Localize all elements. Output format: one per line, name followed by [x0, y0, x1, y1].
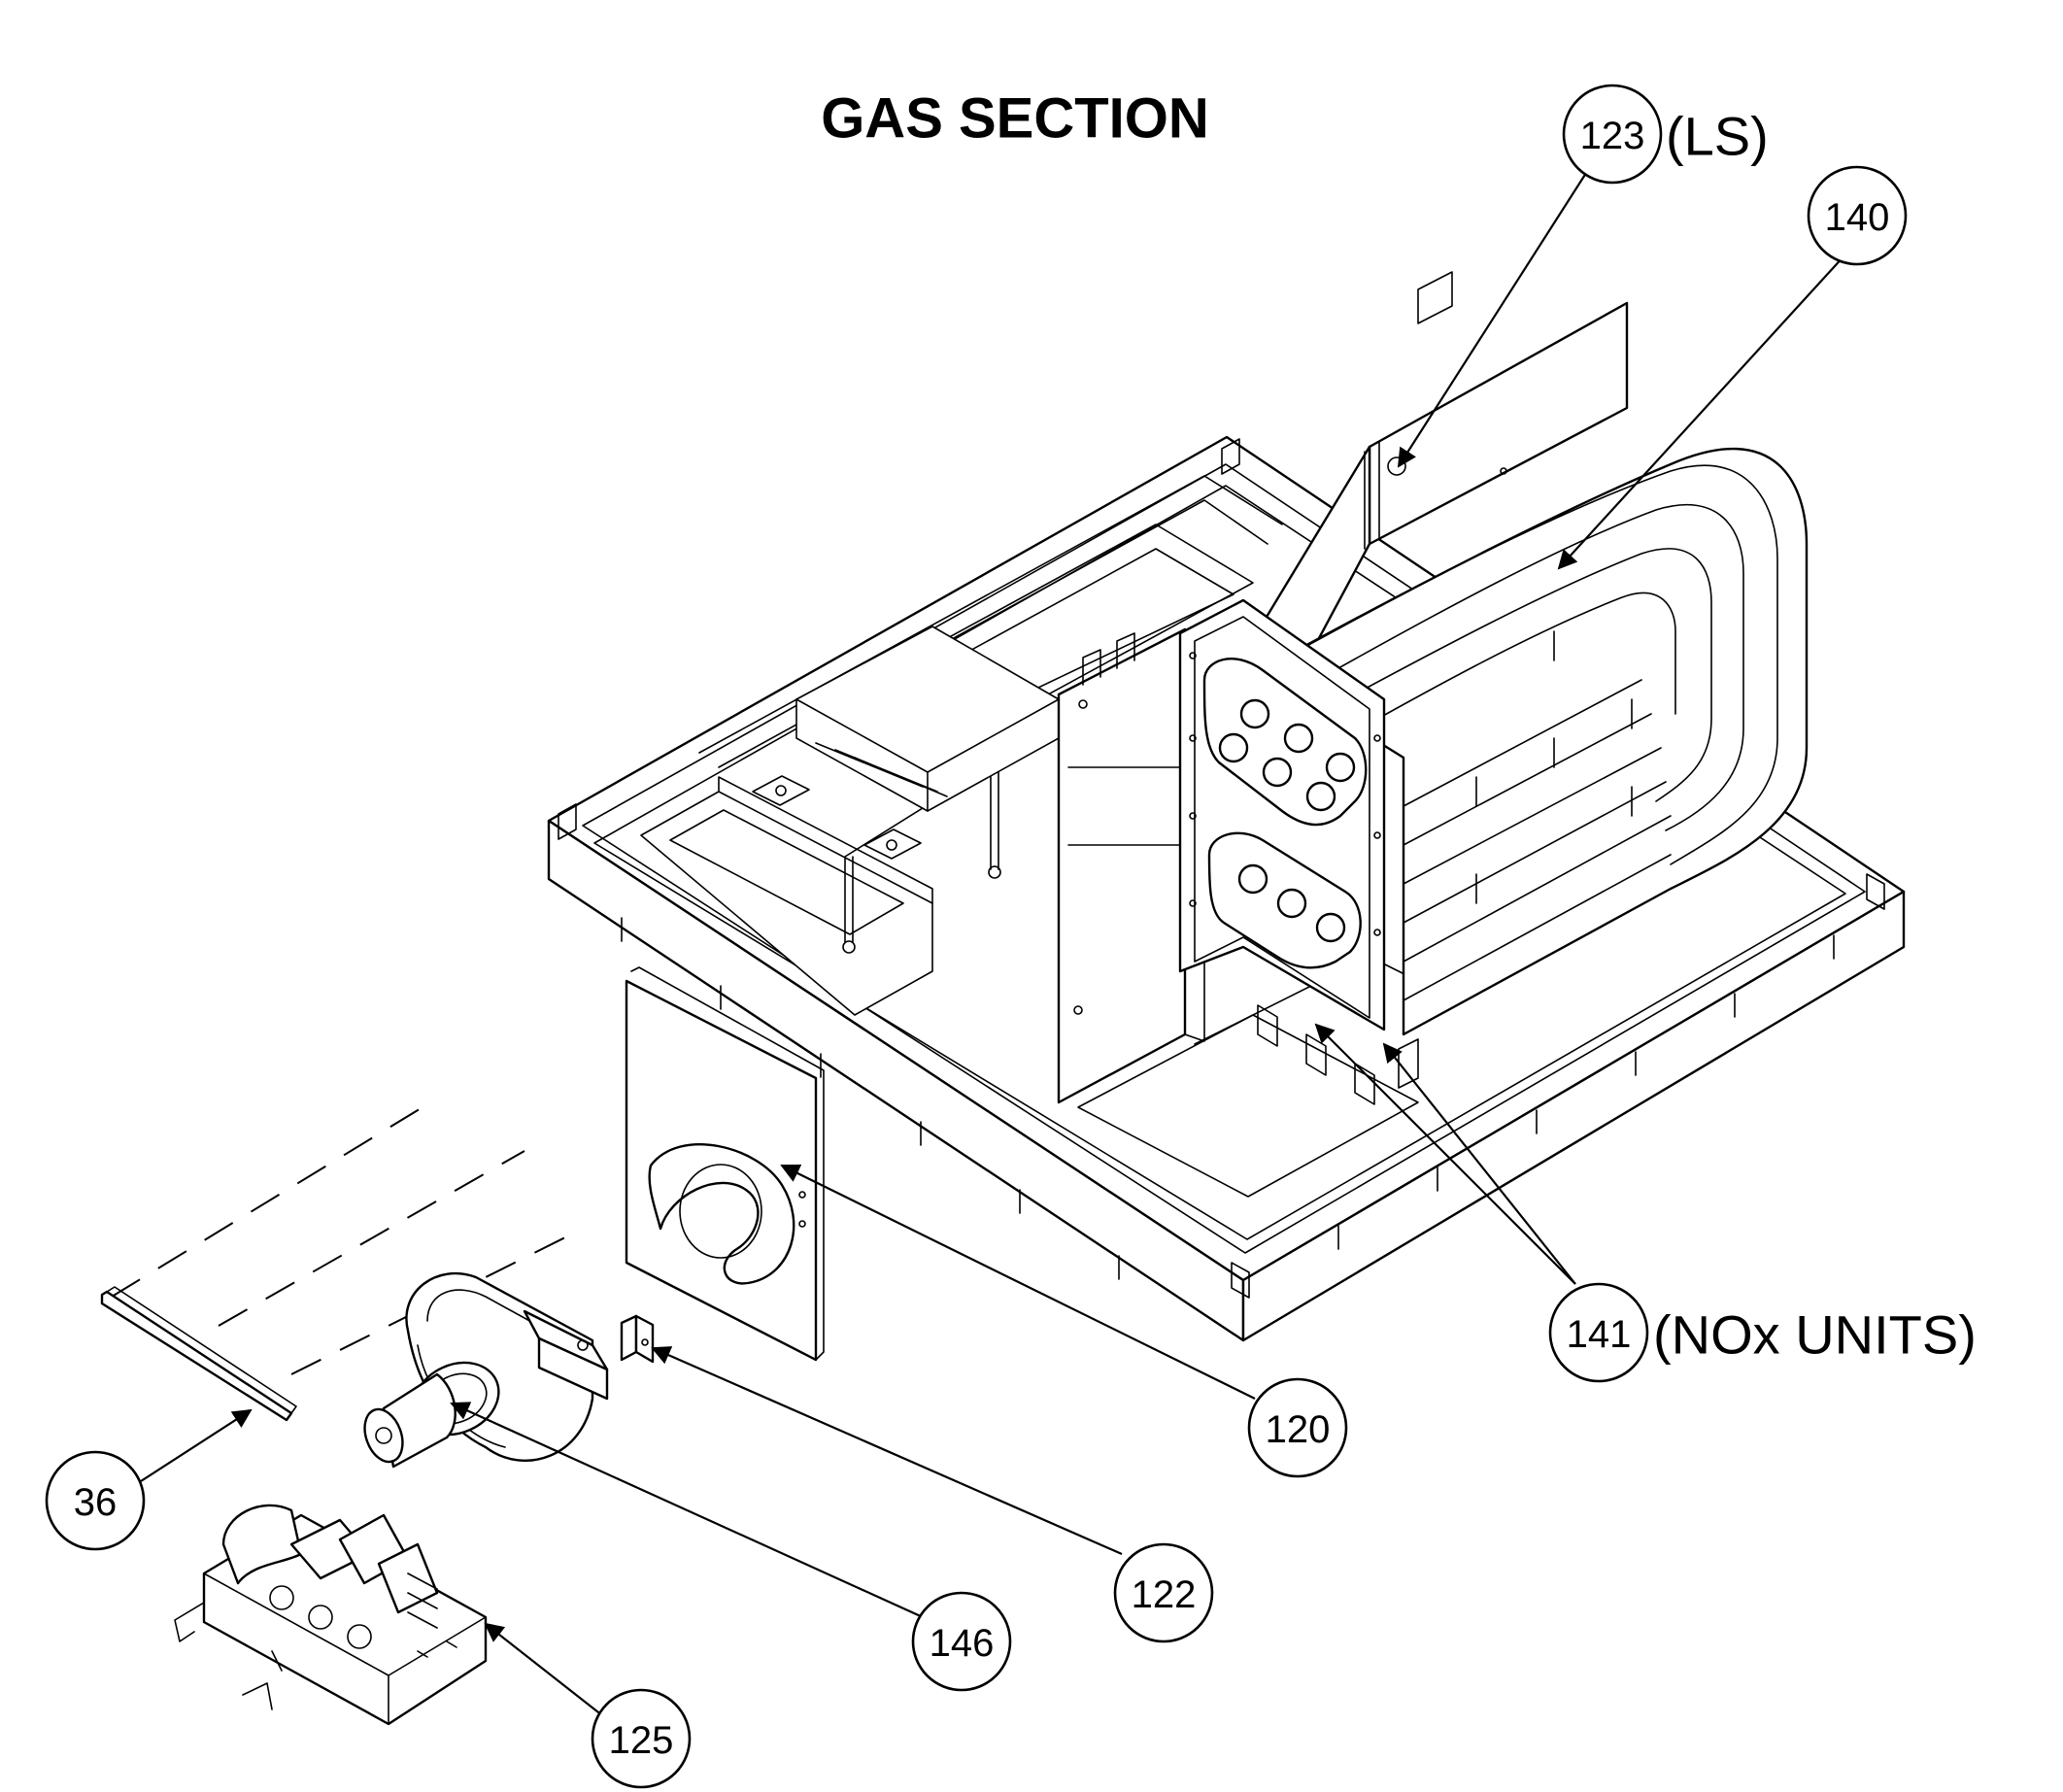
small-bracket: [620, 1314, 655, 1364]
callout-36-number: 36: [74, 1481, 118, 1524]
callout-140: 140: [1807, 165, 1908, 266]
callout-141: 141 (NOx UNITS): [1548, 1282, 1977, 1383]
heat-exchanger-tubes: [1261, 447, 1809, 1036]
inducer-blower: [363, 1271, 609, 1469]
access-panel: [625, 966, 825, 1362]
callout-122-number: 122: [1132, 1573, 1197, 1616]
leader-146: [450, 1402, 924, 1619]
callout-141-suffix: (NOx UNITS): [1653, 1304, 1977, 1366]
burner-assembly: [174, 1504, 488, 1726]
callout-123: 123 (LS): [1562, 84, 1769, 185]
heat-exchanger-front-plate: [1178, 598, 1419, 1105]
leader-141a: [1314, 1023, 1576, 1285]
callout-36: 36: [45, 1450, 146, 1551]
explode-guide-lines: [111, 1106, 584, 1375]
diagram-title: GAS SECTION: [821, 87, 1209, 151]
callout-146: 146: [911, 1591, 1012, 1692]
leader-140: [1557, 254, 1846, 570]
callout-120-number: 120: [1266, 1408, 1331, 1451]
leader-125: [484, 1622, 608, 1720]
leader-123: [1397, 169, 1589, 468]
leader-141b: [1382, 1042, 1576, 1285]
callout-141-number: 141: [1567, 1313, 1632, 1356]
left-compartment: [640, 626, 1060, 1016]
callout-146-number: 146: [930, 1622, 995, 1665]
leader-lines: [140, 169, 1846, 1720]
callout-140-number: 140: [1825, 196, 1890, 239]
leader-122: [651, 1346, 1123, 1556]
callout-122: 122: [1113, 1542, 1214, 1643]
callout-125-number: 125: [609, 1719, 674, 1762]
callout-123-number: 123: [1580, 115, 1645, 157]
leader-120: [780, 1164, 1256, 1400]
flat-rail: [100, 1286, 297, 1422]
callout-125: 125: [591, 1688, 692, 1789]
leader-36: [140, 1408, 253, 1482]
callout-120: 120: [1247, 1377, 1348, 1478]
callout-123-suffix: (LS): [1666, 106, 1769, 167]
